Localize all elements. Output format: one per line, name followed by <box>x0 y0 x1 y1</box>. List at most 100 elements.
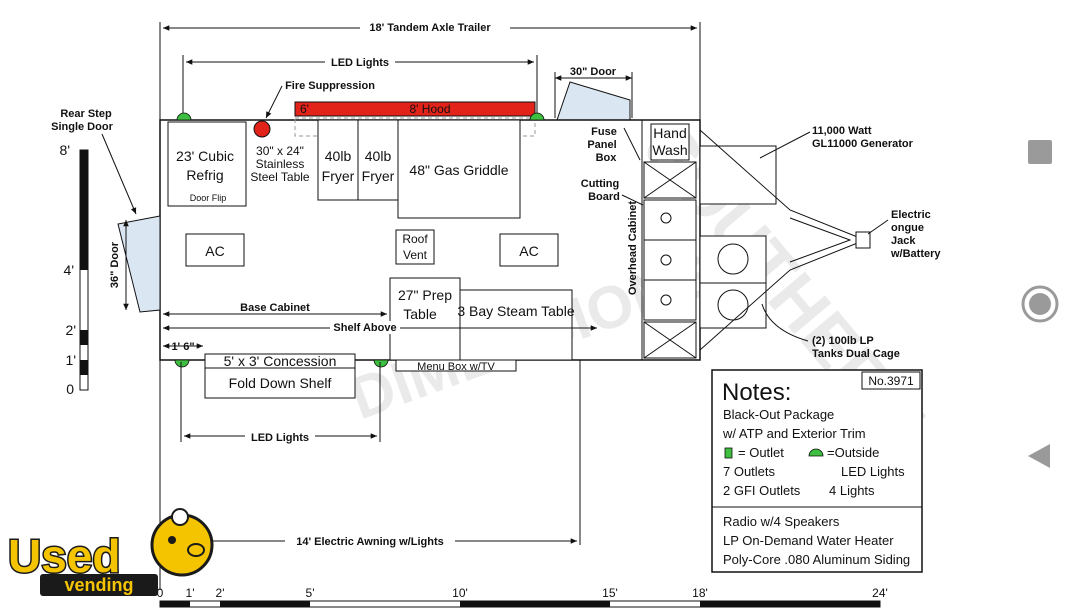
rear-step-label: Rear Step <box>60 108 112 120</box>
outlet-legend-icon <box>724 447 733 459</box>
jack-label-4: w/Battery <box>890 248 941 260</box>
fire-suppression: Fire Suppression <box>253 80 375 138</box>
outlet-legend: = Outlet <box>738 445 784 460</box>
ac-right-label: AC <box>519 243 538 259</box>
refrig-label-1: 23' Cubic <box>176 148 234 164</box>
triangle-icon <box>1028 444 1050 468</box>
led-lights-top-label: LED Lights <box>331 57 389 69</box>
square-icon <box>1028 140 1052 164</box>
notes-gfi: 2 GFI Outlets <box>723 483 801 498</box>
home-button[interactable] <box>1020 284 1060 324</box>
fold-shelf-label: Fold Down Shelf <box>229 375 332 391</box>
led-lights-bottom-dimension: LED Lights <box>180 362 381 444</box>
griddle-label: 48" Gas Griddle <box>409 162 508 178</box>
notes-title: Notes: <box>722 379 791 406</box>
refrigerator: 23' Cubic Refrig Door Flip <box>167 121 247 207</box>
jack-label-3: Jack <box>891 235 916 247</box>
base-cabinet-label: Base Cabinet <box>240 302 310 314</box>
led-lights-bottom-label: LED Lights <box>251 432 309 444</box>
steel-table-label-1: 30" x 24" <box>256 144 304 158</box>
roof-vent: Roof Vent <box>395 229 435 265</box>
vscale-8: 8' <box>60 142 70 158</box>
hscale-5: 5' <box>306 586 315 600</box>
floor-plan-diagram: SOUTHERN DIMENSIONS 18' Tandem Axle Trai… <box>7 20 941 608</box>
logo-vending-text: vending <box>64 575 133 595</box>
vscale-1: 1' <box>66 352 76 368</box>
outside-legend-icon <box>808 448 824 457</box>
notes-four-lights: 4 Lights <box>829 483 875 498</box>
fryer-1-name: Fryer <box>322 168 355 184</box>
steel-table: 30" x 24" Stainless Steel Table <box>250 144 309 184</box>
concession-window: 1' 6" 5' x 3' Concession Fold Down Shelf… <box>163 341 517 399</box>
menu-box-label: Menu Box w/TV <box>417 361 495 373</box>
notes-line-1: Black-Out Package <box>723 407 834 422</box>
cutting-label-1: Cutting <box>581 178 619 190</box>
lp-tank-icon <box>717 243 749 275</box>
overhead-cabinet-label: Overhead Cabinet <box>627 201 639 295</box>
overall-dimension: 18' Tandem Axle Trailer <box>159 20 701 120</box>
hand-wash-label-2: Wash <box>652 142 687 158</box>
awning-dimension: 14' Electric Awning w/Lights <box>159 360 581 590</box>
ac-left-label: AC <box>205 243 224 259</box>
led-lights-top-dimension: LED Lights <box>182 55 538 115</box>
gas-griddle: 48" Gas Griddle <box>397 119 521 219</box>
android-nav-bar <box>1000 0 1080 608</box>
notes-box: No.3971 Notes: Black-Out Package w/ ATP … <box>711 369 923 573</box>
tanks-label-1: (2) 100lb LP <box>812 335 874 347</box>
fryer-1-num: 40lb <box>325 148 352 164</box>
steam-table-label: 3 Bay Steam Table <box>457 303 574 319</box>
hood: 6' 8' Hood <box>294 101 536 137</box>
door-30-label: 30" Door <box>570 66 617 78</box>
notes-outlets: 7 Outlets <box>723 464 776 479</box>
outside-led-lights <box>174 112 545 368</box>
generator-label-1: 11,000 Watt <box>812 125 872 137</box>
prep-label-2: Table <box>403 306 437 322</box>
hscale-10: 10' <box>452 586 468 600</box>
prep-table: 27" Prep Table <box>389 277 461 361</box>
fryer-2-num: 40lb <box>365 148 392 164</box>
trailer-tongue: 11,000 Watt GL11000 Generator Electric o… <box>699 125 941 360</box>
hand-wash-label-1: Hand <box>653 125 686 141</box>
roof-vent-label-1: Roof <box>402 232 428 246</box>
ac-right: AC <box>499 233 559 267</box>
hand-wash <box>650 123 690 161</box>
offset-label: 1' 6" <box>171 341 194 353</box>
back-button[interactable] <box>1020 436 1060 476</box>
rear-door: Rear Step Single Door 36" Door <box>51 108 161 313</box>
cutting-label-2: Board <box>588 191 620 203</box>
vscale-4: 4' <box>64 262 74 278</box>
steel-table-label-3: Steel Table <box>250 170 309 184</box>
led-light-icon <box>529 112 545 121</box>
hscale-1: 1' <box>186 586 195 600</box>
vertical-scale: 8' 4' 2' 1' 0 <box>60 142 89 397</box>
fryer-2: 40lb Fryer <box>357 119 399 201</box>
hscale-18: 18' <box>692 586 708 600</box>
hood-small-label: 6' <box>300 102 309 116</box>
door-36-label: 36" Door <box>109 241 121 288</box>
fuse-label-3: Box <box>596 152 618 164</box>
door-30-dimension: 30" Door <box>554 66 633 121</box>
door-30-swing <box>556 81 631 121</box>
roof-vent-label-2: Vent <box>403 248 428 262</box>
rear-door-swing <box>117 215 161 313</box>
vscale-0: 0 <box>66 381 74 397</box>
notes-siding: Poly-Core .080 Aluminum Siding <box>723 552 910 567</box>
horizontal-scale: 0 1' 2' 5' 10' 15' 18' 24' <box>157 586 888 608</box>
vscale-2: 2' <box>66 322 76 338</box>
steam-table: 3 Bay Steam Table <box>457 289 575 361</box>
recents-button[interactable] <box>1020 132 1060 172</box>
hscale-24: 24' <box>872 586 888 600</box>
fuse-label-1: Fuse <box>591 126 617 138</box>
notes-led-lights: LED Lights <box>841 464 905 479</box>
lp-tank-icon <box>717 289 749 321</box>
prep-label-1: 27" Prep <box>398 287 452 303</box>
outside-legend: =Outside <box>827 445 879 460</box>
fryer-1: 40lb Fryer <box>317 119 359 201</box>
fryer-2-name: Fryer <box>362 168 395 184</box>
shelf-above-label: Shelf Above <box>333 322 396 334</box>
tanks-label-2: Tanks Dual Cage <box>812 348 900 360</box>
used-vending-logo: Used vending <box>7 508 214 596</box>
notes-radio: Radio w/4 Speakers <box>723 514 840 529</box>
generator-label-2: GL11000 Generator <box>812 138 914 150</box>
jack-label-1: Electric <box>891 209 931 221</box>
